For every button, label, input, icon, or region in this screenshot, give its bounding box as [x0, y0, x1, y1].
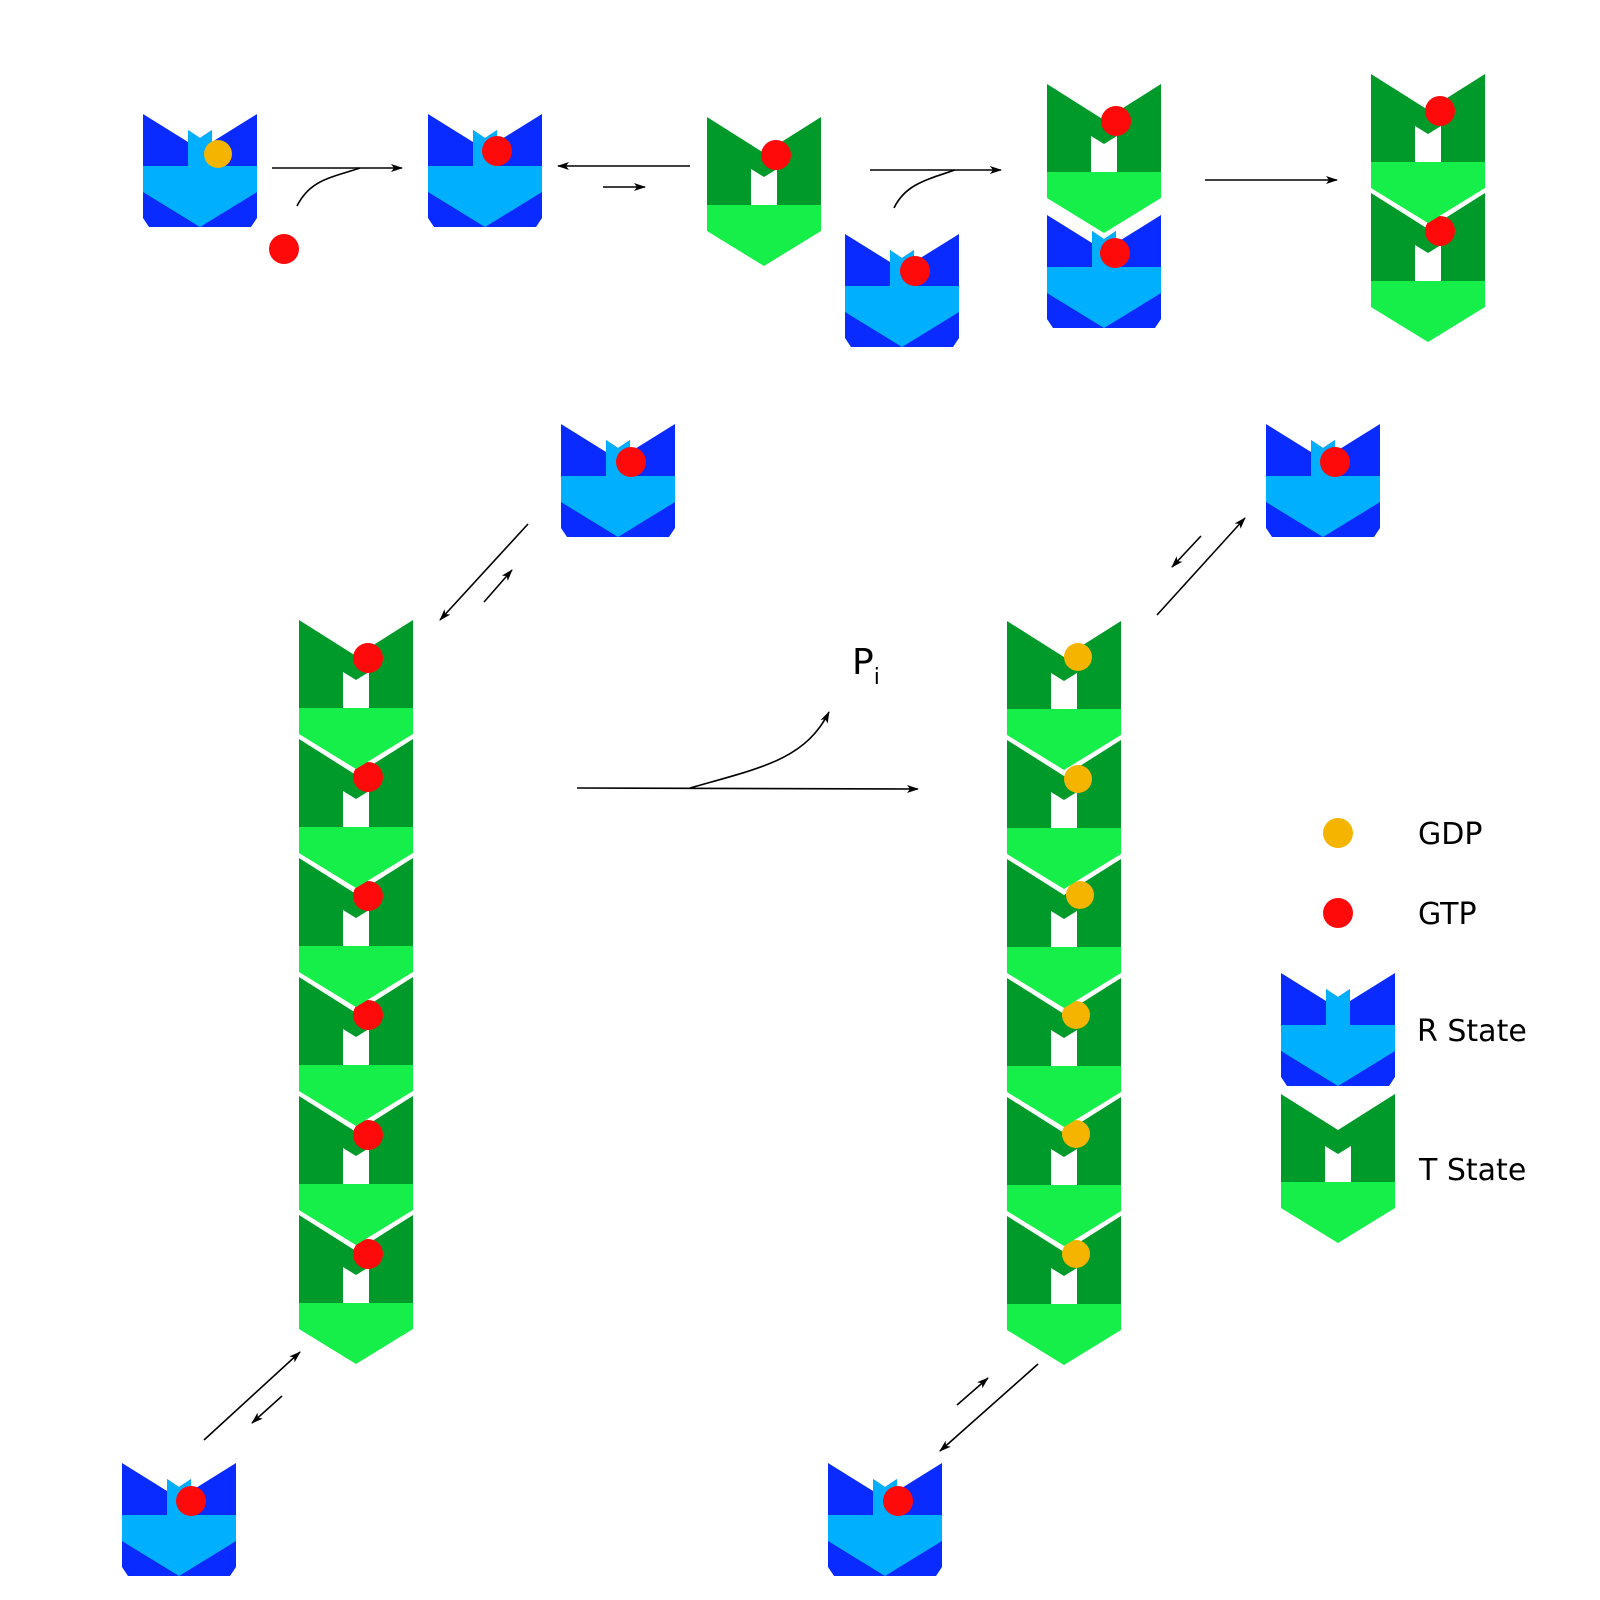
arrow — [483, 569, 513, 603]
legend-r-state-icon — [1281, 973, 1395, 1086]
gtp-dot — [1425, 216, 1455, 246]
gdp-dot — [1062, 1240, 1090, 1268]
gtp-dot — [353, 881, 383, 911]
gdp-dot — [1066, 881, 1094, 909]
gtp-dot — [353, 1239, 383, 1269]
gtp-dot — [883, 1486, 913, 1516]
legend-gdp-dot — [1323, 818, 1353, 848]
legend-gdp-label: GDP — [1418, 817, 1482, 852]
gtp-dot — [353, 762, 383, 792]
gtp-dot — [353, 643, 383, 673]
gtp-dot — [900, 256, 930, 286]
gtp-dot — [176, 1486, 206, 1516]
gdp-dot — [204, 140, 232, 168]
arrow — [1156, 517, 1246, 616]
gtp-dot — [353, 1000, 383, 1030]
gdp-dot — [1062, 1001, 1090, 1029]
pi-release-curve — [689, 711, 830, 789]
gtp-dot — [1320, 447, 1350, 477]
gtp-dot — [616, 447, 646, 477]
gtp-dot — [482, 136, 512, 166]
arrow-curve — [893, 169, 956, 209]
gtp-dot — [353, 1120, 383, 1150]
gdp-protofilament — [1007, 621, 1121, 1365]
pi-subscript: i — [874, 665, 880, 690]
gdp-dot — [1064, 643, 1092, 671]
arrow — [939, 1363, 1039, 1452]
gtp-dot — [269, 234, 299, 264]
gdp-dot — [1064, 765, 1092, 793]
arrow — [956, 1377, 989, 1406]
arrow — [1171, 535, 1202, 568]
gtp-dot — [1100, 238, 1130, 268]
arrow — [439, 523, 529, 621]
gtp-protofilament — [299, 620, 413, 1364]
legend-t-state-label: T State — [1418, 1153, 1526, 1188]
legend-t-state-icon — [1281, 1094, 1395, 1243]
gtp-dot — [1101, 106, 1131, 136]
gdp-dot — [1062, 1120, 1090, 1148]
top-row — [143, 74, 1485, 347]
legend-gtp-label: GTP — [1418, 897, 1477, 932]
hydrolysis-arrow — [576, 784, 919, 793]
pi-label: Pi — [852, 642, 880, 690]
legend-gtp-dot — [1323, 898, 1353, 928]
legend: GDP GTP R State T State — [1281, 817, 1527, 1243]
gtp-dot — [1425, 96, 1455, 126]
legend-r-state-label: R State — [1417, 1014, 1527, 1049]
arrow — [203, 1351, 301, 1441]
arrow — [251, 1395, 283, 1424]
gtp-dot — [761, 140, 791, 170]
arrow-curve — [296, 167, 361, 207]
